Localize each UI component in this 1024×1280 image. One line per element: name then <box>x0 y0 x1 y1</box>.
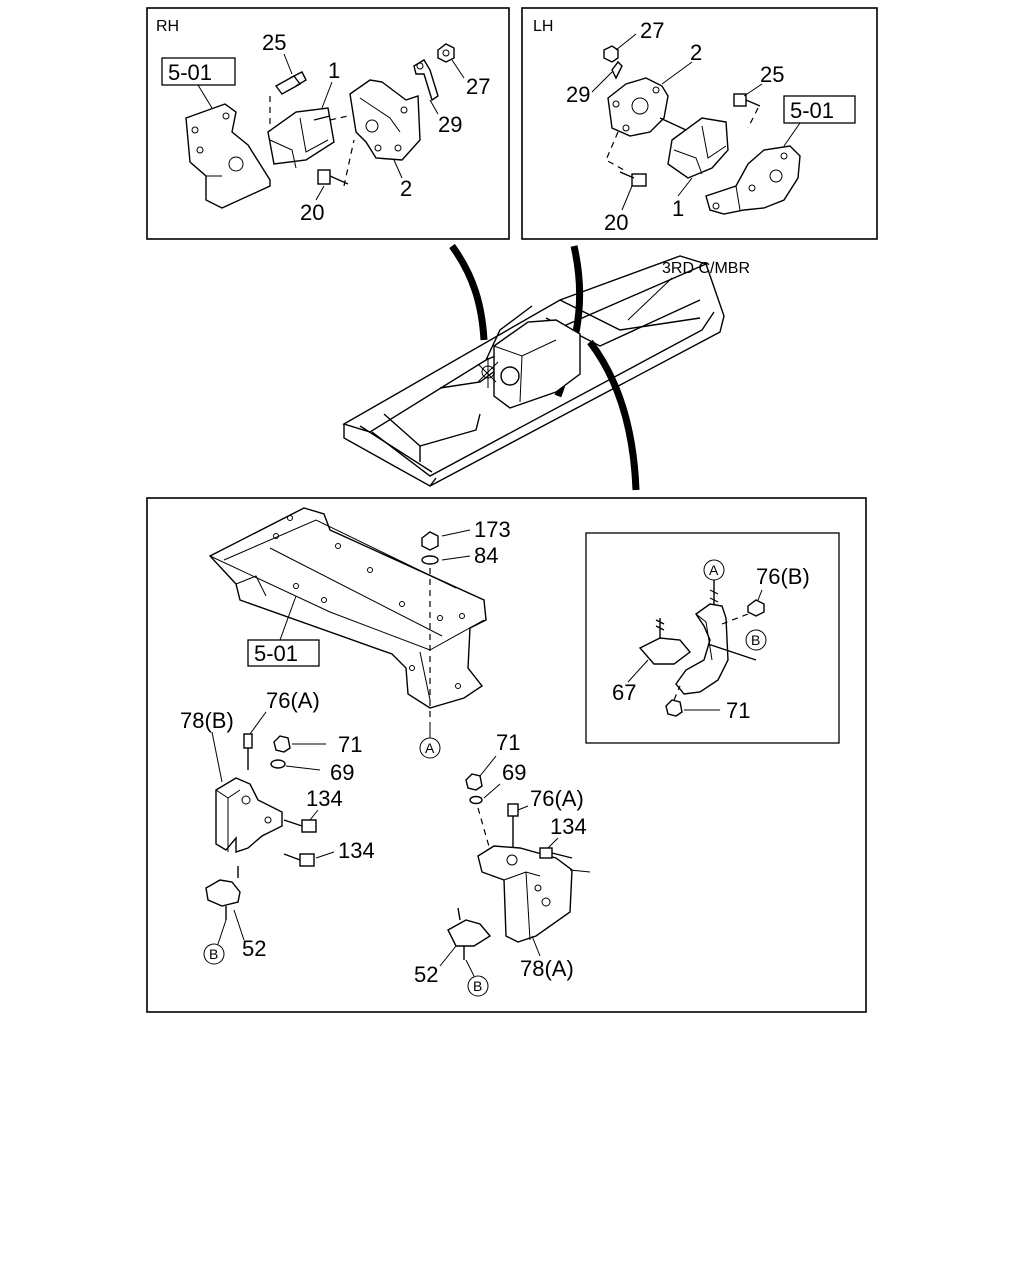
lh-bolt-20 <box>619 171 647 187</box>
callout-71-left: 71 <box>338 732 362 757</box>
frame-label: 3RD C/MBR <box>662 260 750 277</box>
callout-71-mid: 71 <box>496 730 520 755</box>
rh-engine-bracket <box>349 79 421 161</box>
callout-173: 173 <box>474 517 511 542</box>
callout-78a: 78(A) <box>520 956 574 981</box>
lh-frame-bracket <box>705 145 801 215</box>
bolt-134-mid <box>539 847 573 859</box>
detail-inset-frame <box>585 532 840 744</box>
nut-71-left <box>273 735 291 753</box>
lh-engine-bracket <box>605 77 687 171</box>
rh-panel: RH 5-01 <box>146 7 510 240</box>
lh-callout-29: 29 <box>566 82 590 107</box>
washer-84 <box>421 555 439 565</box>
callout-134-a: 134 <box>306 786 343 811</box>
lh-nut-27 <box>603 45 619 63</box>
rh-panel-title: RH <box>156 18 179 35</box>
insulator-52-left <box>205 866 241 920</box>
bottom-ref-box <box>247 639 320 667</box>
lh-bolt-25 <box>733 93 761 129</box>
lh-callout-1: 1 <box>672 196 684 221</box>
insulator-52-mid <box>447 907 492 960</box>
svg-text:B: B <box>473 978 482 994</box>
rh-callout-29: 29 <box>438 112 462 137</box>
marker-b-left <box>203 943 225 965</box>
lh-callout-27: 27 <box>640 18 664 43</box>
marker-b-mid <box>467 975 489 997</box>
lh-panel: LH 5-01 <box>521 7 878 240</box>
leader-curve-bottom <box>587 339 640 491</box>
callout-52-mid: 52 <box>414 962 438 987</box>
rh-panel-frame <box>146 7 510 240</box>
rh-ref-label: 5-01 <box>168 60 212 85</box>
transmission-block <box>477 319 581 409</box>
rh-mount-rubber <box>267 96 349 169</box>
lh-clip-29 <box>611 60 623 80</box>
detail-inset: A B 76(B) 67 71 <box>585 532 840 744</box>
rh-callout-20: 20 <box>300 200 324 225</box>
lh-callout-20: 20 <box>604 210 628 235</box>
rh-nut-27 <box>437 43 455 63</box>
callout-78b: 78(B) <box>180 708 234 733</box>
lh-panel-frame <box>521 7 878 240</box>
rh-bolt-20 <box>317 139 355 187</box>
detail-callout-71: 71 <box>726 698 750 723</box>
callout-84: 84 <box>474 543 498 568</box>
callout-76a-left: 76(A) <box>266 688 320 713</box>
washer-69-mid <box>469 795 483 805</box>
lh-panel-title: LH <box>533 18 553 35</box>
lh-callout-2: 2 <box>690 40 702 65</box>
svg-text:B: B <box>751 632 760 648</box>
bolt-134-a <box>283 819 317 833</box>
nut-173 <box>421 531 439 551</box>
detail-callout-76b: 76(B) <box>756 564 810 589</box>
washer-69-left <box>270 759 286 769</box>
bolt-76a-left <box>243 733 253 770</box>
lh-callout-25: 25 <box>760 62 784 87</box>
lh-ref-box <box>783 95 856 124</box>
svg-text:A: A <box>709 562 719 578</box>
callout-52-left: 52 <box>242 936 266 961</box>
bottom-panel-frame <box>146 497 867 1013</box>
bracket-78a <box>477 845 591 943</box>
callout-69-left: 69 <box>330 760 354 785</box>
rh-callout-2: 2 <box>400 176 412 201</box>
svg-text:B: B <box>209 946 218 962</box>
rh-callout-1: 1 <box>328 58 340 83</box>
rh-bolt-25 <box>274 71 307 95</box>
lh-ref-label: 5-01 <box>790 98 834 123</box>
frame-overview: 3RD C/MBR <box>342 243 750 491</box>
callout-134-b: 134 <box>338 838 375 863</box>
bottom-ref-label: 5-01 <box>254 641 298 666</box>
detail-callout-67: 67 <box>612 680 636 705</box>
nut-71-mid <box>465 773 483 791</box>
bottom-panel: 5-01 173 84 A <box>146 497 867 1013</box>
lh-mount-rubber <box>667 117 729 179</box>
bracket-78b <box>215 777 283 853</box>
leader-curve-rh <box>449 243 488 341</box>
rh-callout-25: 25 <box>262 30 286 55</box>
rh-callout-27: 27 <box>466 74 490 99</box>
callout-69-mid: 69 <box>502 760 526 785</box>
bolt-134-b <box>283 853 315 867</box>
rh-frame-bracket <box>185 103 271 209</box>
callout-134-mid: 134 <box>550 814 587 839</box>
marker-b-detail <box>745 629 767 651</box>
crossmember <box>208 507 487 709</box>
svg-text:A: A <box>425 740 435 756</box>
bolt-76a-mid <box>507 803 519 848</box>
callout-76a-mid: 76(A) <box>530 786 584 811</box>
rh-clip-29 <box>413 59 439 102</box>
